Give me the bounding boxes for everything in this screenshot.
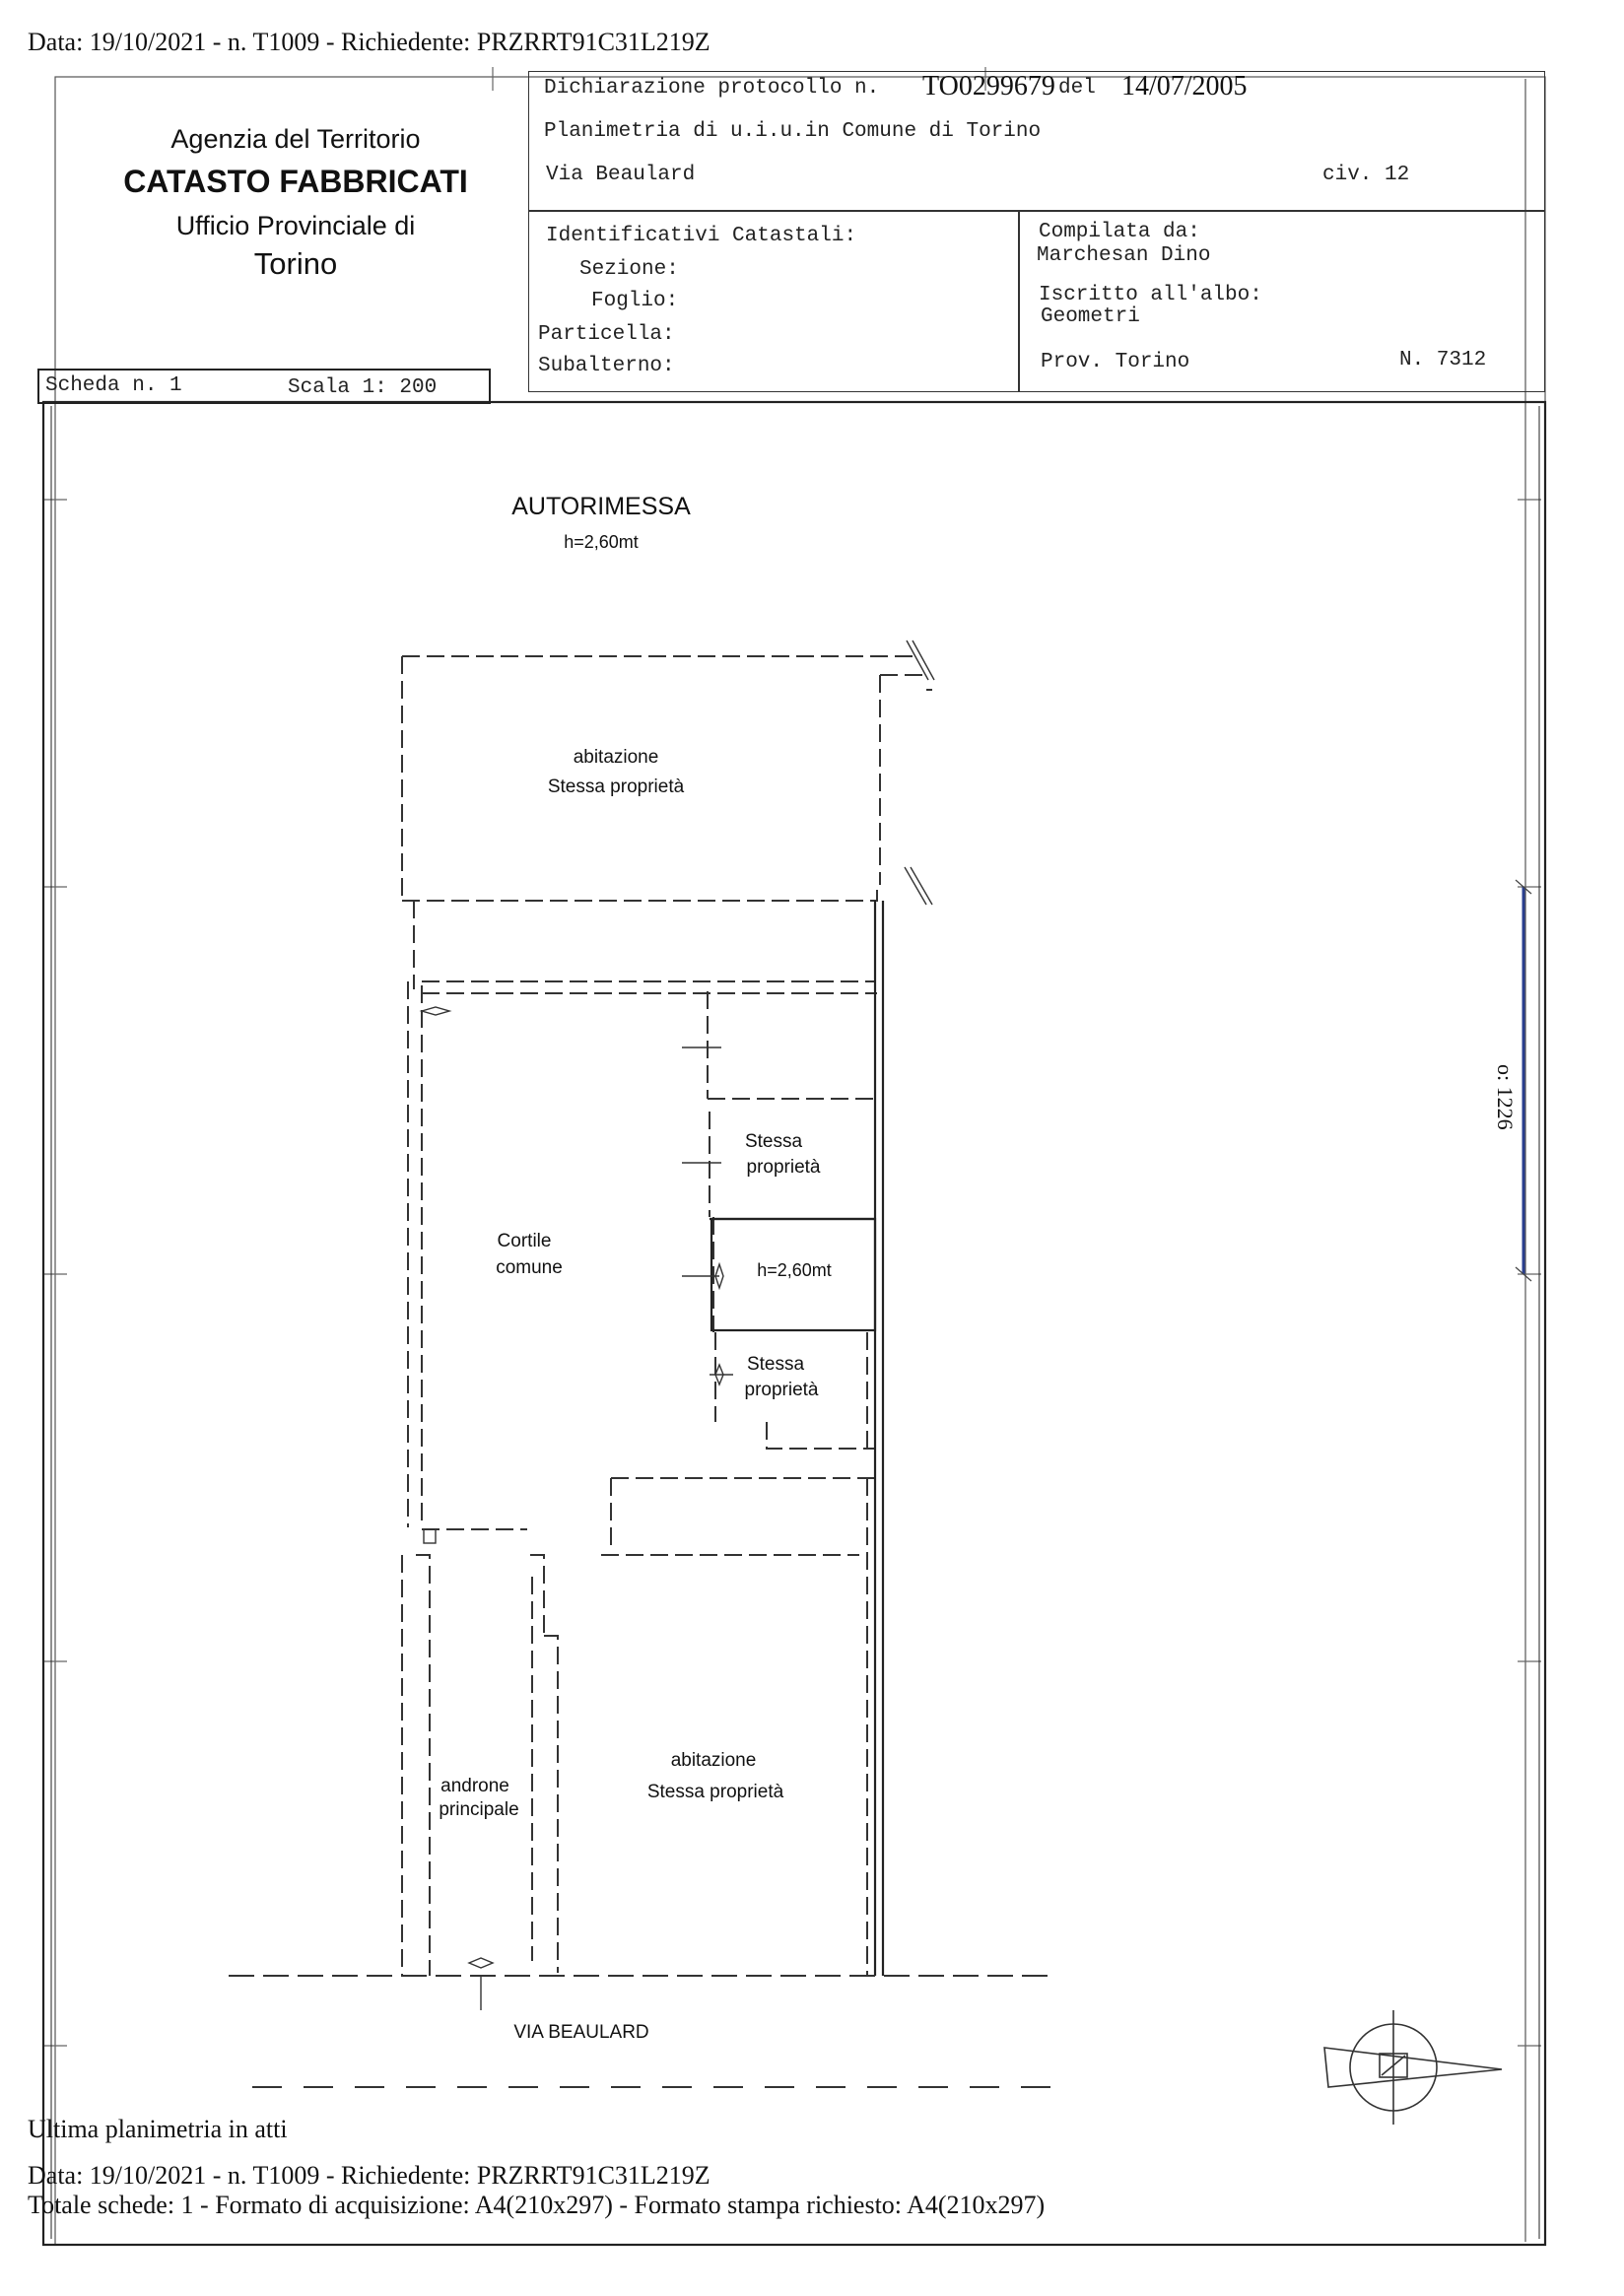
label-street: VIA BEAULARD (513, 2022, 649, 2043)
footer-last-plan: Ultima planimetria in atti (28, 2115, 288, 2143)
label-comune: comune (496, 1257, 563, 1278)
label-stessa-1: Stessa (744, 1131, 803, 1152)
label-abitazione-top-owner: Stessa proprietà (547, 777, 685, 797)
drawing-area-frame (41, 400, 1547, 2247)
label-box-height: h=2,60mt (757, 1260, 832, 1280)
date-prefix: del (1058, 77, 1096, 100)
registered-value: Geometri (1041, 305, 1140, 328)
province-label: Prov. Torino (1041, 351, 1190, 373)
compiled-by-name: Marchesan Dino (1037, 244, 1211, 267)
agency-office: Ufficio Provinciale di (175, 211, 416, 240)
label-stessa-2: Stessa (746, 1354, 805, 1375)
label-abitazione-bottom-owner: Stessa proprietà (646, 1782, 784, 1802)
identifiers-title: Identificativi Catastali: (546, 225, 857, 247)
subalterno-label: Subalterno: (538, 355, 675, 377)
label-cortile: Cortile (497, 1231, 552, 1251)
label-proprieta-1: proprietà (746, 1157, 821, 1178)
particella-label: Particella: (538, 323, 675, 346)
protocol-number: TO0299679 (922, 71, 1055, 101)
footer-request-line: Data: 19/10/2021 - n. T1009 - Richiedent… (28, 2161, 710, 2190)
sezione-label: Sezione: (579, 258, 679, 281)
agency-name: Agenzia del Territorio (170, 124, 421, 154)
civic-number: civ. 12 (1322, 164, 1410, 186)
compiled-by-label: Compilata da: (1039, 221, 1200, 243)
sheet-scale: Scala 1: 200 (288, 376, 438, 399)
sheet-number: Scheda n. 1 (45, 374, 182, 397)
label-androne: androne (440, 1776, 509, 1796)
declaration-box (528, 71, 1545, 211)
label-autorimessa: AUTORIMESSA (511, 493, 691, 520)
label-principale: principale (439, 1799, 519, 1820)
plan-symbols (419, 640, 935, 1969)
registered-label: Iscritto all'albo: (1039, 284, 1262, 306)
declaration-date: 14/07/2005 (1121, 71, 1248, 101)
label-abitazione-top: abitazione (573, 747, 659, 768)
label-abitazione-bottom: abitazione (670, 1750, 757, 1771)
street-name: Via Beaulard (546, 164, 696, 186)
side-stamp-text: o: 1226 (1493, 1064, 1518, 1130)
agency-department: CATASTO FABBRICATI (123, 164, 468, 199)
side-scale-bar (1515, 879, 1532, 1282)
north-arrow-icon (1323, 2010, 1503, 2125)
label-autorimessa-height: h=2,60mt (564, 532, 639, 552)
footer-summary-line: Totale schede: 1 - Formato di acquisizio… (28, 2191, 1046, 2219)
protocol-prefix: Dichiarazione protocollo n. (544, 77, 880, 100)
compiler-box (1019, 211, 1545, 392)
plan-solid-walls (710, 901, 885, 1976)
label-proprieta-2: proprietà (744, 1380, 819, 1400)
header-request-line: Data: 19/10/2021 - n. T1009 - Richiedent… (28, 28, 710, 56)
identifiers-box (528, 211, 1019, 392)
planimetry-title: Planimetria di u.i.u.in Comune di Torino (544, 120, 1042, 143)
foglio-label: Foglio: (591, 290, 679, 312)
sheet-box (37, 369, 491, 404)
registration-number: N. 7312 (1399, 349, 1487, 371)
agency-city: Torino (253, 246, 338, 281)
street-lines (229, 1975, 1052, 2088)
